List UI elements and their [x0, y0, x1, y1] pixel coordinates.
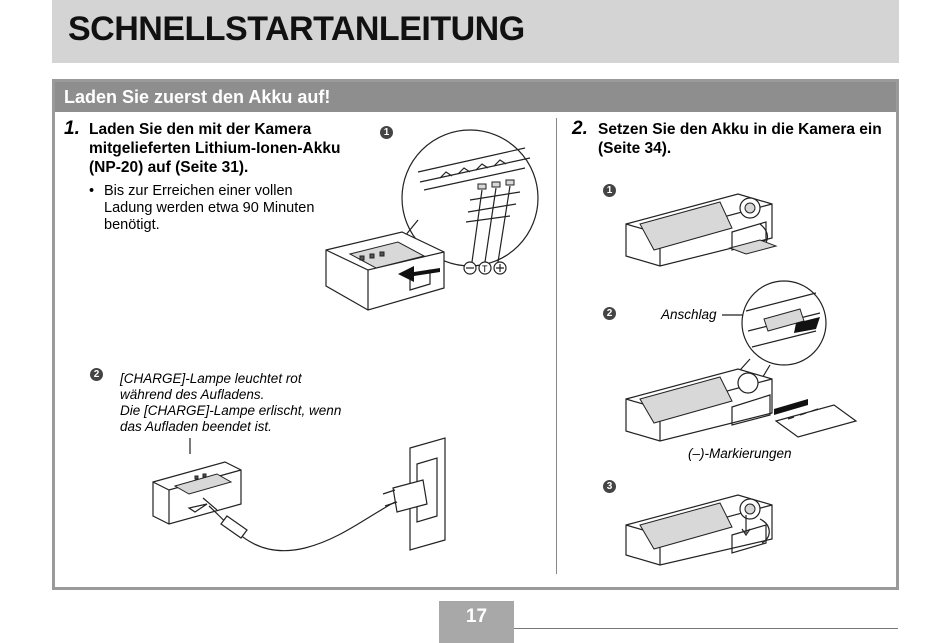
camera-insert-illustration [625, 280, 858, 442]
charger-wall-illustration [152, 437, 446, 552]
step2-figure1-marker: 1 [603, 184, 616, 197]
step1-bullet-text: Bis zur Erreichen einer vollen Ladung we… [104, 183, 315, 233]
section-header-text: Laden Sie zuerst den Akku auf! [64, 87, 331, 107]
step2-figure3-marker: 3 [603, 480, 616, 493]
step1-figure2-marker: 2 [90, 368, 103, 381]
section-header: Laden Sie zuerst den Akku auf! [55, 82, 896, 112]
charge-note-line2: während des Aufladens. [120, 387, 265, 402]
step2-number: 2. [572, 118, 588, 139]
step2-figure2-marker: 2 [603, 307, 616, 320]
page-title: SCHNELLSTARTANLEITUNG [68, 10, 525, 48]
page-number: 17 [465, 606, 488, 627]
charger-illustration: T [325, 129, 539, 311]
page-number-box: 17 [439, 601, 514, 643]
footer-rule [514, 628, 898, 629]
callout-minus-markings: (–)-Markierungen [688, 446, 792, 461]
column-divider [556, 118, 557, 574]
step1-figure1-marker: 1 [380, 126, 393, 139]
charge-note-line3: Die [CHARGE]-Lampe erlischt, wenn [120, 403, 342, 418]
charge-note-line1: [CHARGE]-Lampe leuchtet rot [120, 371, 302, 386]
svg-text:T: T [482, 264, 488, 274]
callout-stop: Anschlag [661, 307, 717, 322]
step1-text: Laden Sie den mit der Kamera mitgeliefer… [89, 121, 341, 176]
charge-note-line4: das Aufladen beendet ist. [120, 419, 272, 434]
camera-closed-illustration [625, 494, 773, 566]
title-bar: SCHNELLSTARTANLEITUNG [52, 0, 899, 63]
camera-open-illustration [625, 193, 778, 267]
step1-number: 1. [64, 118, 80, 139]
step2-text: Setzen Sie den Akku in die Kamera ein (S… [598, 121, 882, 157]
step1-bullet-mark: • [89, 183, 95, 199]
